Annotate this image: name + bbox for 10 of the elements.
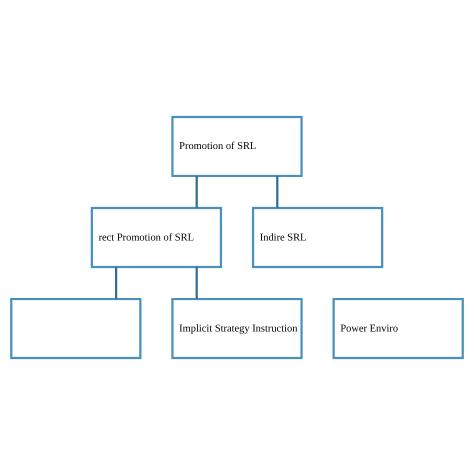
connector xyxy=(196,266,198,298)
connector xyxy=(276,176,278,208)
node-box: rect Promotion of SRL xyxy=(90,206,222,268)
connector xyxy=(115,266,118,298)
node-box: Power Enviro xyxy=(332,297,464,359)
node-box: Indire SRL xyxy=(252,206,384,268)
node-box xyxy=(10,297,142,359)
connector xyxy=(196,176,198,208)
node-box: Implicit Strategy Instruction xyxy=(171,297,303,359)
node-box: Promotion of SRL xyxy=(171,115,303,177)
